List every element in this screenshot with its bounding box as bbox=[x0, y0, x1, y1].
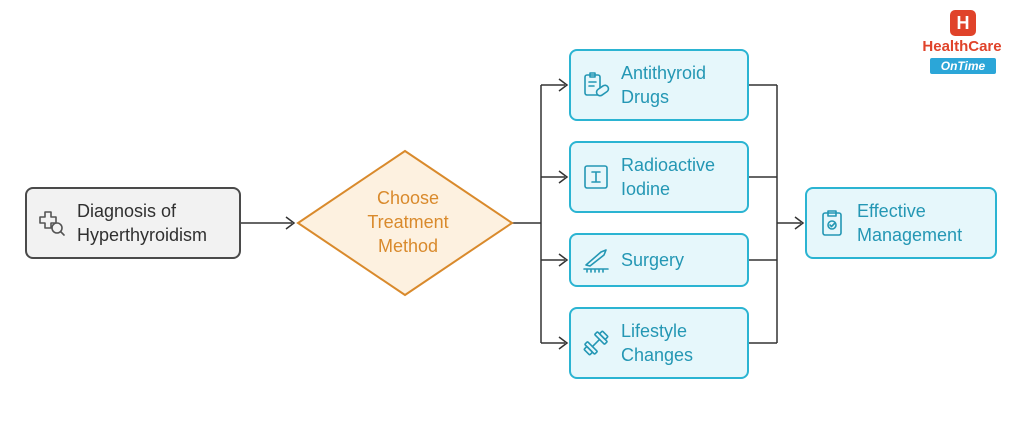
arrowhead-decision bbox=[285, 216, 296, 230]
option-lifestyle-changes: Lifestyle Changes bbox=[569, 307, 749, 379]
scalpel-icon bbox=[583, 249, 609, 273]
option-label: Lifestyle Changes bbox=[621, 321, 694, 365]
dumbbell-icon bbox=[583, 330, 609, 356]
option-radioactive-iodine: Radioactive Iodine bbox=[569, 141, 749, 213]
option-antithyroid-drugs: Antithyroid Drugs bbox=[569, 49, 749, 121]
decision-diamond bbox=[296, 149, 514, 297]
result-node: Effective Management bbox=[805, 187, 997, 259]
option-surgery: Surgery bbox=[569, 233, 749, 287]
arrowhead-option-4 bbox=[558, 336, 569, 350]
decision-label: Choose Treatment Method bbox=[367, 188, 449, 256]
arrowhead-option-3 bbox=[558, 253, 569, 267]
prescription-pill-icon bbox=[584, 72, 610, 97]
diagnosis-node: Diagnosis of Hyperthyroidism bbox=[25, 187, 241, 259]
logo-name: HealthCare bbox=[922, 38, 1002, 55]
brand-logo: H HealthCare OnTime bbox=[912, 8, 1012, 76]
option-label: Surgery bbox=[621, 250, 685, 270]
result-label: Effective Management bbox=[857, 201, 963, 245]
logo-badge: H bbox=[950, 10, 976, 36]
logo-tagline: OnTime bbox=[930, 58, 996, 74]
arrowhead-option-2 bbox=[558, 170, 569, 184]
option-label: Antithyroid Drugs bbox=[621, 63, 707, 107]
diagnosis-label: Diagnosis of Hyperthyroidism bbox=[77, 201, 208, 245]
option-label: Radioactive Iodine bbox=[621, 155, 716, 199]
arrowhead-option-1 bbox=[558, 78, 569, 92]
arrowhead-result bbox=[794, 216, 805, 230]
clipboard-check-icon bbox=[822, 210, 842, 236]
radioactive-badge-icon bbox=[584, 165, 608, 189]
medical-search-icon bbox=[39, 211, 65, 236]
